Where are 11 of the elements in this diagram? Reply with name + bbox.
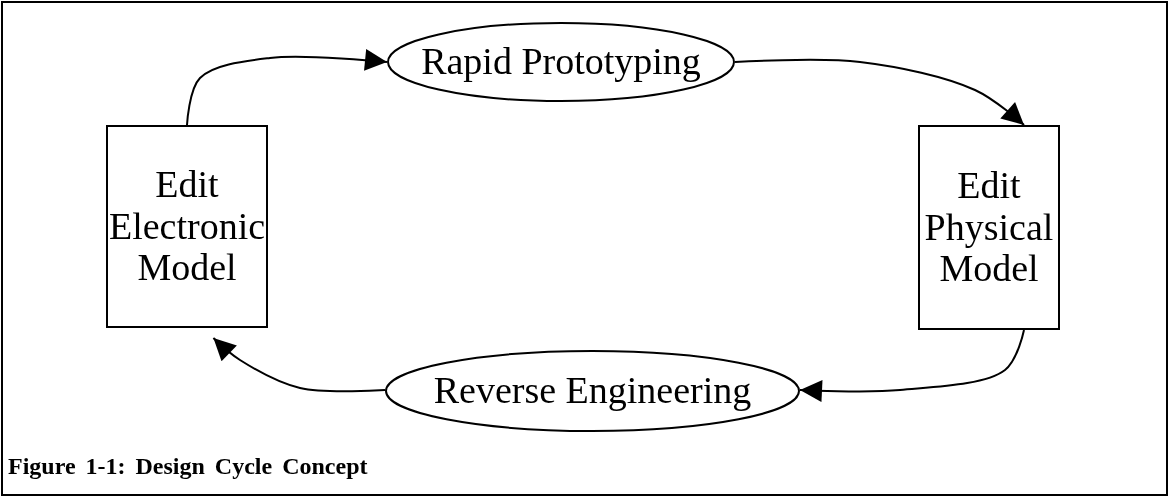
arrow (799, 329, 1025, 402)
arrow (734, 58, 1025, 126)
node-label: Edit Physical Model (923, 164, 1055, 291)
node-label: Edit Electronic Model (108, 163, 266, 290)
arrow (212, 337, 386, 393)
node-label: Rapid Prototyping (421, 41, 701, 83)
figure-caption: Figure 1-1: Design Cycle Concept (8, 453, 368, 480)
process-box (106, 125, 268, 328)
process-box (918, 125, 1060, 330)
node-label: Reverse Engineering (433, 370, 752, 412)
arrow (186, 48, 388, 126)
